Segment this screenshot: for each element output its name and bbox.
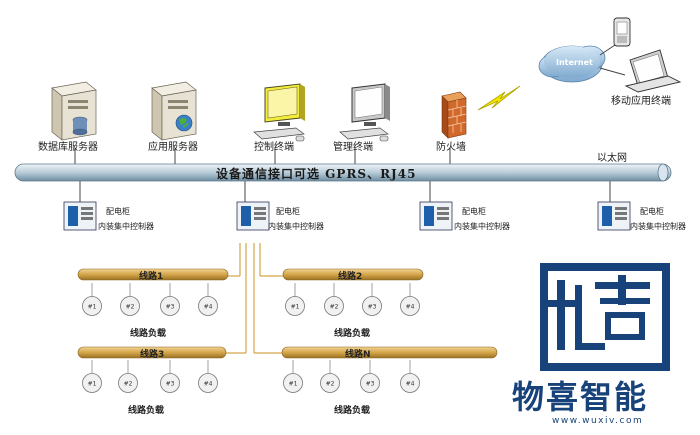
- load-node-label: #1: [88, 381, 97, 388]
- controller-label-2: 内装集中控制器: [268, 222, 324, 231]
- load-node-label: #4: [204, 304, 213, 311]
- line-bar-n: [281, 346, 498, 359]
- load-node-label: #2: [124, 381, 133, 388]
- laptop-icon: [624, 49, 682, 93]
- load-node-label: #2: [326, 381, 335, 388]
- line-label-3: 线路3: [140, 350, 165, 360]
- line-bar-3: [77, 346, 227, 359]
- load-node-label: #4: [406, 381, 415, 388]
- load-node-circle: [198, 373, 218, 393]
- cabinet-icon-3: [419, 201, 453, 231]
- cabinet-label-2: 配电柜: [276, 207, 300, 216]
- cabinet-icon-1: [63, 201, 97, 231]
- cabinet-label-3: 配电柜: [462, 207, 486, 216]
- load-node-label: #4: [204, 381, 213, 388]
- load-node-label: #1: [88, 304, 97, 311]
- cabinet-label-4: 配电柜: [640, 207, 664, 216]
- load-node-circle: [360, 373, 380, 393]
- internet-label: Internet: [556, 58, 593, 67]
- load-node-label: #3: [368, 304, 377, 311]
- load-node-circle: [82, 373, 102, 393]
- cabinet-label-1: 配电柜: [106, 207, 130, 216]
- ethernet-label: 以太网: [597, 153, 627, 164]
- cloud-icon: [538, 45, 606, 83]
- load-node-circle: [324, 296, 344, 316]
- load-node-label: #1: [289, 381, 298, 388]
- cabinet-icon-2: [236, 201, 270, 231]
- load-node-label: #2: [330, 304, 339, 311]
- load-node-circle: [362, 296, 382, 316]
- load-node-circle: [160, 296, 180, 316]
- line-label-n: 线路N: [345, 350, 371, 360]
- control-terminal-icon: [253, 83, 305, 142]
- load-node-label: #3: [166, 381, 175, 388]
- brand-url[interactable]: www.wuxiv.com: [552, 416, 644, 426]
- controller-label-1: 内装集中控制器: [98, 222, 154, 231]
- line-label-2: 线路2: [338, 272, 363, 282]
- control-terminal-label: 控制终端: [254, 142, 294, 153]
- load-label-1: 线路负载: [130, 329, 167, 339]
- firewall-label: 防火墙: [436, 142, 466, 153]
- load-node-circle: [160, 373, 180, 393]
- load-label-3: 线路负载: [128, 406, 165, 416]
- firewall-icon: [441, 91, 467, 139]
- line-label-1: 线路1: [139, 272, 164, 282]
- load-label-2: 线路负载: [334, 329, 371, 339]
- management-terminal-icon: [339, 83, 390, 142]
- wireless-link-icon: [477, 85, 521, 111]
- load-node-circle: [320, 373, 340, 393]
- load-node-circle: [285, 296, 305, 316]
- load-node-label: #2: [126, 304, 135, 311]
- application-server-icon: [151, 81, 197, 141]
- load-node-label: #4: [406, 304, 415, 311]
- load-node-circle: [400, 296, 420, 316]
- controller-label-4: 内装集中控制器: [630, 222, 686, 231]
- app-server-label: 应用服务器: [148, 142, 198, 153]
- database-server-icon: [51, 81, 97, 141]
- controller-label-3: 内装集中控制器: [454, 222, 510, 231]
- load-node-label: #3: [366, 381, 375, 388]
- load-node-circle: [118, 373, 138, 393]
- load-node-circle: [198, 296, 218, 316]
- load-node-circle: [283, 373, 303, 393]
- line-bar-2: [282, 268, 424, 281]
- load-node-circle: [82, 296, 102, 316]
- line-bar-1: [77, 268, 229, 281]
- mgmt-terminal-label: 管理终端: [333, 142, 373, 153]
- db-server-label: 数据库服务器: [38, 142, 98, 153]
- load-label-n: 线路负载: [334, 406, 371, 416]
- load-node-label: #1: [291, 304, 300, 311]
- brand-logo-emblem: [540, 263, 670, 371]
- load-node-label: #3: [166, 304, 175, 311]
- mobile-phone-icon: [613, 17, 631, 47]
- mobile-terminal-label: 移动应用终端: [611, 96, 671, 107]
- load-node-circle: [120, 296, 140, 316]
- cabinet-icon-4: [597, 201, 631, 231]
- bus-label: 设备通信接口可选 GPRS、RJ45: [216, 167, 417, 181]
- load-node-circle: [400, 373, 420, 393]
- brand-name: 物喜智能: [512, 378, 649, 416]
